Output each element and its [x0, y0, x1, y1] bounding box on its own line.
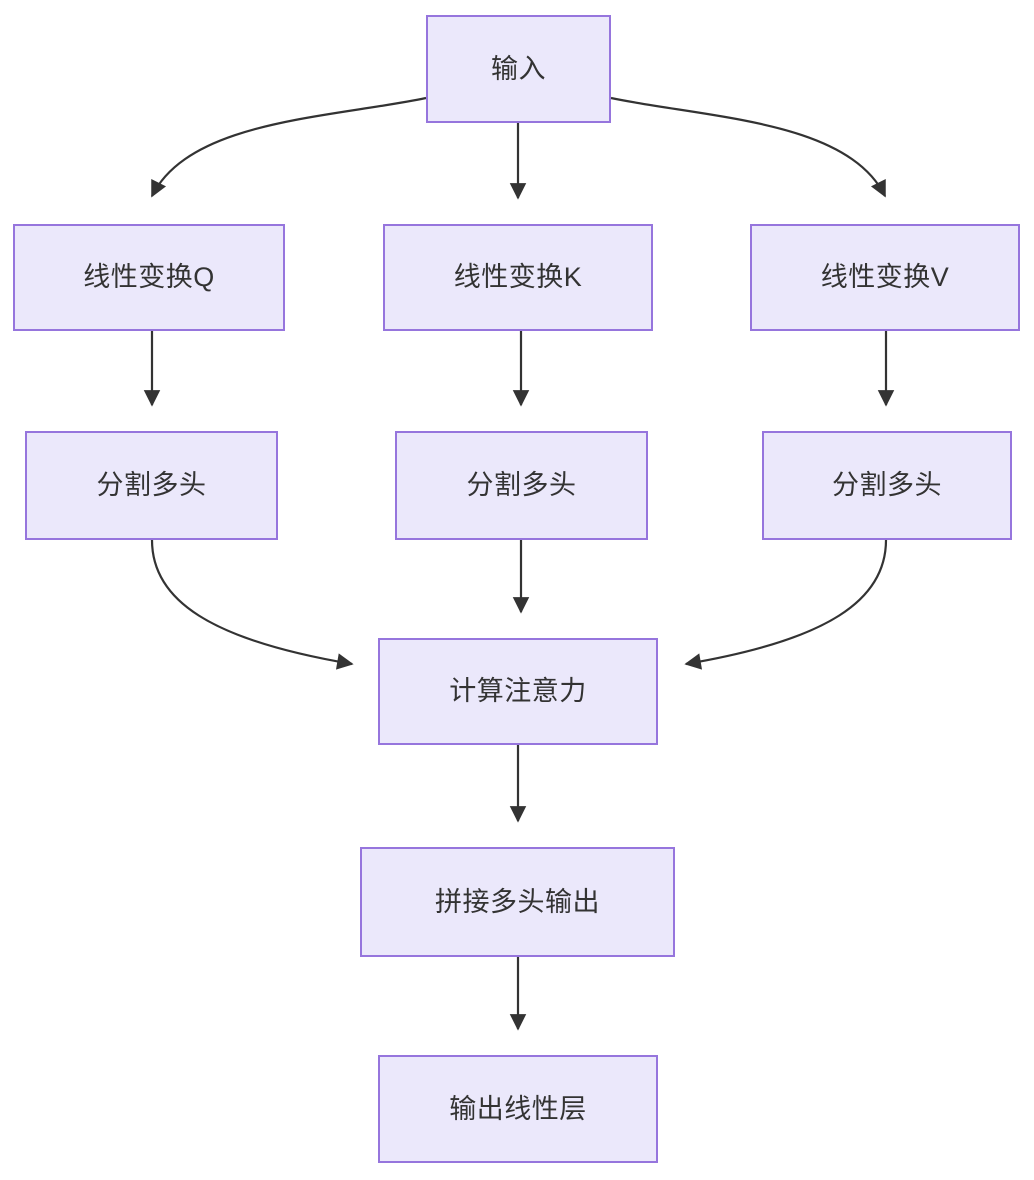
edge-split-v-to-attention — [684, 539, 888, 670]
node-linear-transform-k-label: 线性变换K — [453, 262, 583, 293]
node-concat-multihead-output-label: 拼接多头输出 — [435, 886, 600, 917]
node-split-heads-q[interactable]: 分割多头 — [25, 431, 278, 540]
node-split-heads-q-label: 分割多头 — [96, 470, 207, 501]
node-linear-transform-q[interactable]: 线性变换Q — [13, 224, 285, 331]
edge-input-to-linear-v — [610, 96, 886, 198]
node-input[interactable]: 输入 — [426, 15, 611, 123]
node-linear-transform-v-label: 线性变换V — [820, 262, 950, 293]
node-output-linear-layer-label: 输出线性层 — [449, 1093, 587, 1124]
node-concat-multihead-output[interactable]: 拼接多头输出 — [360, 847, 675, 957]
edge-input-to-linear-q — [151, 96, 427, 198]
node-linear-transform-v[interactable]: 线性变换V — [750, 224, 1020, 331]
node-output-linear-layer[interactable]: 输出线性层 — [378, 1055, 658, 1163]
node-split-heads-v-label: 分割多头 — [832, 470, 942, 501]
edge-split-q-to-attention — [150, 539, 354, 670]
node-split-heads-v[interactable]: 分割多头 — [762, 431, 1012, 540]
node-linear-transform-q-label: 线性变换Q — [83, 262, 215, 293]
node-input-label: 输入 — [491, 53, 546, 84]
node-compute-attention[interactable]: 计算注意力 — [378, 638, 658, 745]
node-split-heads-k[interactable]: 分割多头 — [395, 431, 648, 540]
node-split-heads-k-label: 分割多头 — [466, 470, 577, 501]
node-linear-transform-k[interactable]: 线性变换K — [383, 224, 653, 331]
node-compute-attention-label: 计算注意力 — [449, 676, 587, 707]
